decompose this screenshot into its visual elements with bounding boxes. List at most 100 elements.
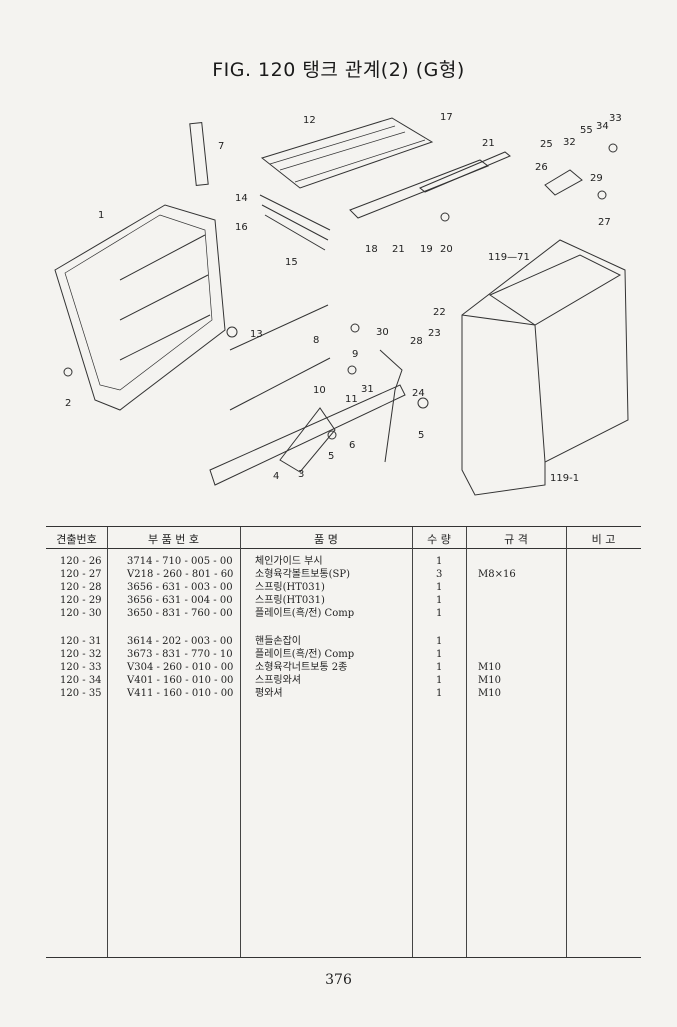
cell-part: V411 - 160 - 010 - 00 <box>127 688 234 699</box>
cell-part: 3656 - 631 - 004 - 00 <box>127 595 233 606</box>
svg-text:34: 34 <box>596 121 609 132</box>
header-ref: 견출번호 <box>56 533 97 546</box>
cell-name: 핸들손잡이 <box>255 636 301 647</box>
cell-ref: 120 - 35 <box>60 688 102 699</box>
cell-ref: 120 - 26 <box>60 556 102 567</box>
cell-qty: 1 <box>436 556 443 567</box>
svg-text:11: 11 <box>345 394 358 405</box>
header-name: 품 명 <box>314 533 338 546</box>
cell-qty: 1 <box>436 649 443 660</box>
cell-qty: 1 <box>436 688 443 699</box>
table-top-rule <box>46 526 641 527</box>
svg-text:26: 26 <box>535 162 548 173</box>
svg-text:9: 9 <box>352 349 358 360</box>
cell-spec: M10 <box>478 675 501 686</box>
svg-text:31: 31 <box>361 384 374 395</box>
cell-name: 소형육각너트보통 2종 <box>255 662 348 673</box>
cell-qty: 1 <box>436 636 443 647</box>
svg-text:5: 5 <box>418 430 424 441</box>
cell-ref: 120 - 33 <box>60 662 102 673</box>
svg-text:55: 55 <box>580 125 593 136</box>
svg-text:7: 7 <box>218 141 224 152</box>
cell-part: 3614 - 202 - 003 - 00 <box>127 636 233 647</box>
lever-part <box>379 349 403 463</box>
cell-ref: 120 - 28 <box>60 582 102 593</box>
svg-text:119-1: 119-1 <box>550 473 579 484</box>
cell-name: 체인가이드 부시 <box>255 556 323 567</box>
svg-text:13: 13 <box>250 329 263 340</box>
cell-qty: 1 <box>436 608 443 619</box>
table-header-rule <box>46 548 641 549</box>
svg-text:24: 24 <box>412 388 425 399</box>
cell-name: 스프링와셔 <box>255 675 301 686</box>
rail-part <box>349 159 490 219</box>
svg-text:16: 16 <box>235 222 248 233</box>
svg-text:30: 30 <box>376 327 389 338</box>
svg-text:14: 14 <box>235 193 248 204</box>
cell-ref: 120 - 30 <box>60 608 102 619</box>
cell-spec: M8×16 <box>478 569 516 580</box>
svg-text:20: 20 <box>440 244 453 255</box>
svg-text:33: 33 <box>609 113 622 124</box>
cell-ref: 120 - 34 <box>60 675 102 686</box>
cell-ref: 120 - 29 <box>60 595 102 606</box>
svg-text:32: 32 <box>563 137 576 148</box>
svg-text:1: 1 <box>98 210 104 221</box>
cell-qty: 1 <box>436 662 443 673</box>
header-note: 비 고 <box>591 533 616 546</box>
cell-name: 플레이트(흑/전) Comp <box>255 608 355 619</box>
svg-text:29: 29 <box>590 173 603 184</box>
cell-part: 3673 - 831 - 770 - 10 <box>127 649 233 660</box>
header-part-number: 부 품 번 호 <box>148 533 199 546</box>
svg-text:8: 8 <box>313 335 319 346</box>
cell-name: 스프링(HT031) <box>255 582 325 593</box>
svg-text:15: 15 <box>285 257 298 268</box>
svg-text:6: 6 <box>349 440 355 451</box>
svg-text:21: 21 <box>392 244 405 255</box>
cell-name: 평와셔 <box>255 688 283 699</box>
svg-text:22: 22 <box>433 307 446 318</box>
svg-text:3: 3 <box>298 469 304 480</box>
cell-name: 스프링(HT031) <box>255 595 325 606</box>
header-spec: 규 격 <box>504 533 528 546</box>
cell-part: 3714 - 710 - 005 - 00 <box>127 556 233 567</box>
cell-name: 소형육각볼트보통(SP) <box>255 569 350 580</box>
header-qty: 수 량 <box>427 533 451 546</box>
cell-name: 플레이트(흑/전) Comp <box>255 649 355 660</box>
page-number: 376 <box>325 972 352 988</box>
svg-text:23: 23 <box>428 328 441 339</box>
cell-spec: M10 <box>478 662 501 673</box>
svg-text:28: 28 <box>410 336 423 347</box>
svg-text:19: 19 <box>420 244 433 255</box>
cell-qty: 1 <box>436 582 443 593</box>
frame-part <box>54 204 226 411</box>
svg-text:5: 5 <box>328 451 334 462</box>
cell-qty: 3 <box>436 569 443 580</box>
cover-plate-part <box>260 117 434 189</box>
cell-ref: 120 - 31 <box>60 636 102 647</box>
cell-part: V304 - 260 - 010 - 00 <box>127 662 234 673</box>
svg-text:17: 17 <box>440 112 453 123</box>
cell-part: 3656 - 631 - 003 - 00 <box>127 582 233 593</box>
svg-text:27: 27 <box>598 217 611 228</box>
table-bottom-rule <box>46 957 641 958</box>
svg-text:119—71: 119—71 <box>488 252 530 263</box>
svg-text:2: 2 <box>65 398 71 409</box>
cell-part: V401 - 160 - 010 - 00 <box>127 675 234 686</box>
figure-title: FIG. 120 탱크 관계(2) (G형) <box>212 59 465 81</box>
svg-text:18: 18 <box>365 244 378 255</box>
cell-ref: 120 - 27 <box>60 569 102 580</box>
cell-ref: 120 - 32 <box>60 649 102 660</box>
cell-part: 3650 - 831 - 760 - 00 <box>127 608 233 619</box>
cell-qty: 1 <box>436 595 443 606</box>
svg-text:21: 21 <box>482 138 495 149</box>
svg-text:4: 4 <box>273 471 279 482</box>
cell-spec: M10 <box>478 688 501 699</box>
svg-text:25: 25 <box>540 139 553 150</box>
svg-text:12: 12 <box>303 115 316 126</box>
cell-qty: 1 <box>436 675 443 686</box>
bracket-part <box>189 121 209 187</box>
svg-text:10: 10 <box>313 385 326 396</box>
rod-part <box>229 304 329 351</box>
